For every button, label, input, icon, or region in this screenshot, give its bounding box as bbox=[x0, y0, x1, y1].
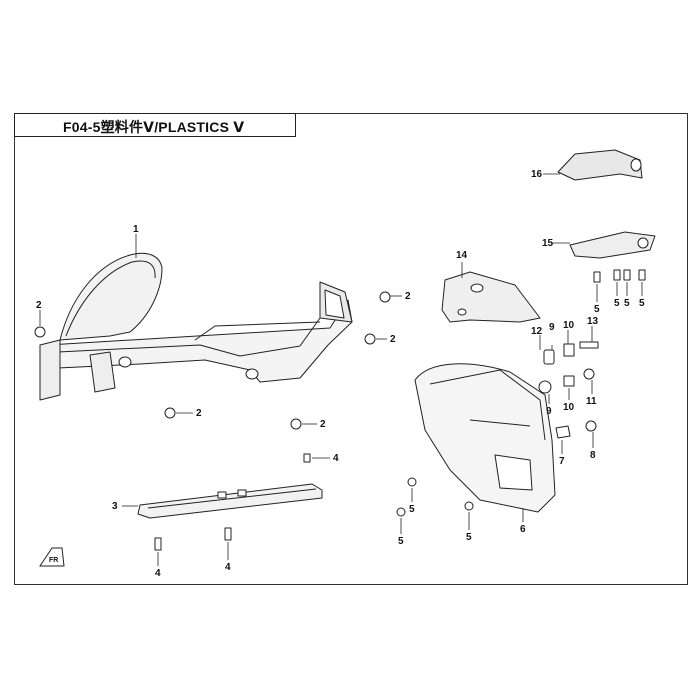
part-1-fender-bracket bbox=[39, 252, 353, 401]
callout-11: 11 bbox=[586, 396, 597, 407]
leader-lines bbox=[39, 173, 643, 566]
callout-5-g: 5 bbox=[466, 532, 472, 543]
callout-5-a: 5 bbox=[594, 304, 600, 315]
callout-2-upper-right: 2 bbox=[405, 291, 411, 302]
callout-5-b: 5 bbox=[614, 298, 620, 309]
callout-12: 12 bbox=[531, 326, 543, 337]
callout-labels: 1 2 2 2 2 2 3 4 4 4 5 5 5 5 5 5 5 6 7 8 … bbox=[36, 169, 645, 579]
callout-9-top: 9 bbox=[549, 322, 555, 333]
callout-5-c: 5 bbox=[624, 298, 630, 309]
callout-15: 15 bbox=[542, 238, 554, 249]
callout-9-bottom: 9 bbox=[546, 406, 552, 417]
callout-5-f: 5 bbox=[398, 536, 404, 547]
title-box: F04-5塑料件Ⅴ/PLASTICS Ⅴ bbox=[14, 113, 296, 137]
callout-4-top: 4 bbox=[333, 453, 339, 464]
front-direction-badge: FR bbox=[39, 547, 65, 567]
callout-6: 6 bbox=[520, 524, 526, 535]
part-3-rail bbox=[137, 483, 323, 519]
fr-label: FR bbox=[49, 557, 58, 564]
part-14-cover bbox=[441, 271, 541, 323]
callout-2-bottom-left: 2 bbox=[196, 408, 202, 419]
part-16-cover bbox=[557, 149, 643, 181]
callout-4-right: 4 bbox=[225, 562, 231, 573]
callout-3: 3 bbox=[112, 501, 118, 512]
callout-2-right: 2 bbox=[390, 334, 396, 345]
callout-10-bottom: 10 bbox=[563, 402, 575, 413]
callout-16: 16 bbox=[531, 169, 543, 180]
callout-2-left: 2 bbox=[36, 300, 42, 311]
fasteners-group bbox=[34, 269, 646, 551]
diagram-title: F04-5塑料件Ⅴ/PLASTICS Ⅴ bbox=[63, 119, 245, 135]
callout-13: 13 bbox=[587, 316, 599, 327]
callout-4-left: 4 bbox=[155, 568, 161, 579]
part-15-bracket bbox=[569, 231, 656, 259]
callout-14: 14 bbox=[456, 250, 468, 261]
part-6-rear-fender bbox=[414, 363, 556, 513]
callout-1: 1 bbox=[133, 224, 139, 235]
callout-2-bottom-right: 2 bbox=[320, 419, 326, 430]
callout-8: 8 bbox=[590, 450, 596, 461]
callout-7: 7 bbox=[559, 456, 565, 467]
callout-10-top: 10 bbox=[563, 320, 575, 331]
callout-5-e: 5 bbox=[409, 504, 415, 515]
callout-5-d: 5 bbox=[639, 298, 645, 309]
